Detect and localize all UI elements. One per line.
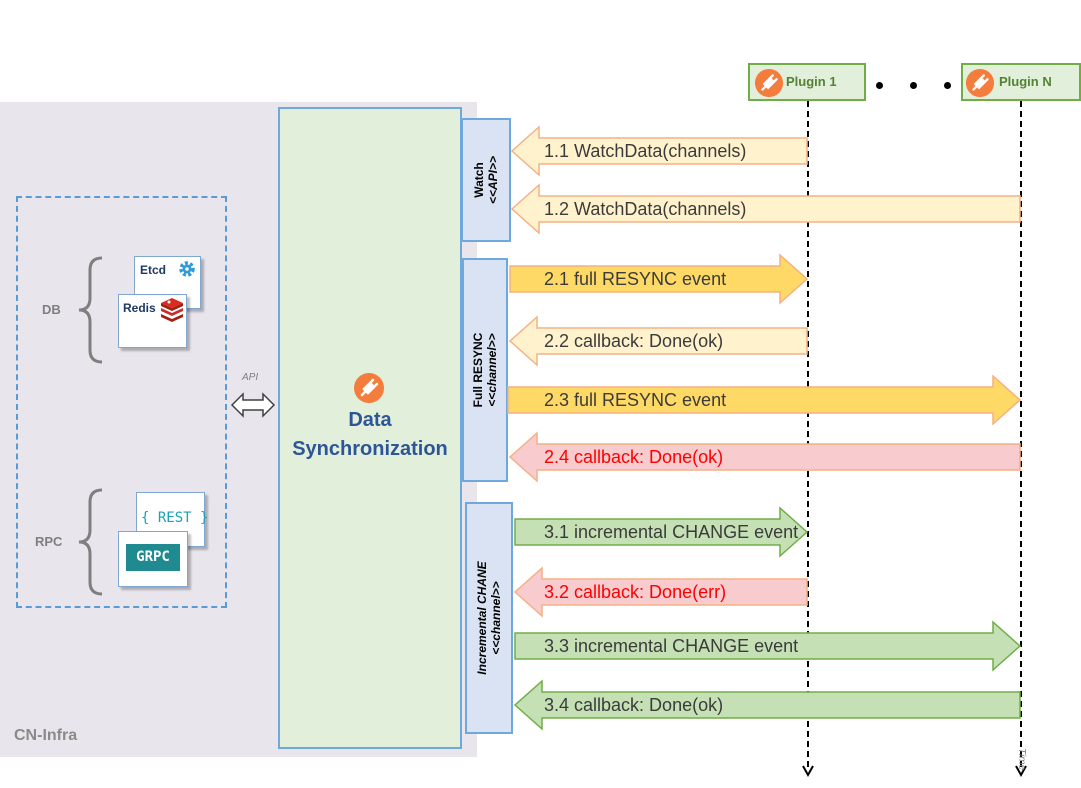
- message-arrow: [507, 374, 1022, 426]
- message-arrow: [513, 679, 1021, 731]
- api-label: API: [242, 372, 259, 383]
- grpc-label: GRPC: [136, 549, 170, 565]
- message-label: 3.3 incremental CHANGE event: [544, 636, 798, 656]
- db-label: DB: [42, 302, 61, 317]
- redis-card: Redis: [118, 294, 187, 348]
- message-label: 2.3 full RESYNC event: [544, 390, 726, 410]
- message-label: 1.2 WatchData(channels): [544, 199, 746, 219]
- plugin-1-lifeline: [807, 101, 809, 767]
- cn-infra-label: CN-Infra: [14, 727, 78, 744]
- message-arrow: [510, 125, 808, 177]
- message-arrow: [514, 506, 809, 558]
- plugin-n-box: Plugin N: [961, 63, 1081, 101]
- grpc-card: GRPC: [118, 531, 188, 587]
- plugin-n-lifeline: [1020, 101, 1022, 767]
- data-sync-title-line1: Data: [348, 409, 392, 431]
- phase-incremental: Incremental CHANE<<channel>>: [465, 502, 513, 734]
- plugin-n-label: Plugin N: [999, 74, 1052, 89]
- message-arrow: [509, 253, 809, 305]
- plug-icon: [965, 68, 995, 98]
- message-label: 2.1 full RESYNC event: [544, 269, 726, 289]
- api-double-arrow: [230, 392, 276, 418]
- ellipsis-dot: [910, 82, 917, 89]
- plugin-1-label: Plugin 1: [786, 74, 837, 89]
- lifeline-arrowhead: [1015, 765, 1027, 778]
- message-label: 3.1 incremental CHANGE event: [544, 522, 798, 542]
- data-sync-box: [278, 107, 462, 749]
- message-label: 2.4 callback: Done(ok): [544, 447, 723, 467]
- message-label: 3.4 callback: Done(ok): [544, 695, 723, 715]
- backends-group: [16, 196, 227, 608]
- db-brace: [78, 256, 103, 364]
- redis-icon: [161, 298, 183, 322]
- message-arrow: [508, 315, 808, 367]
- rpc-label: RPC: [35, 534, 63, 549]
- rest-label: { REST }: [141, 510, 209, 526]
- message-arrow: [514, 620, 1022, 672]
- ellipsis-dot: [876, 82, 883, 89]
- plug-icon: [754, 68, 784, 98]
- message-label: 3.2 callback: Done(err): [544, 582, 726, 602]
- data-sync-title: Data Synchronization: [278, 406, 462, 464]
- lifeline-arrowhead: [802, 765, 814, 778]
- rpc-brace: [78, 488, 103, 596]
- plug-icon: [354, 373, 384, 403]
- message-label: 1.1 WatchData(channels): [544, 141, 746, 161]
- data-sync-title-line2: Synchronization: [292, 438, 448, 460]
- plugin-1-box: Plugin 1: [748, 63, 866, 101]
- phase-full-resync: Full RESYNC<<channel>>: [462, 258, 508, 482]
- etcd-label: Etcd: [140, 263, 167, 277]
- redis-label: Redis: [123, 301, 156, 315]
- gear-icon: [179, 261, 195, 277]
- message-arrow: [513, 566, 808, 618]
- message-label: 2.2 callback: Done(ok): [544, 331, 723, 351]
- ellipsis-dot: [944, 82, 951, 89]
- message-arrow: [510, 183, 1021, 235]
- message-arrow: [508, 431, 1021, 483]
- grpc-logo: GRPC: [126, 544, 180, 571]
- phase-watch: Watch<<API>>: [461, 118, 511, 242]
